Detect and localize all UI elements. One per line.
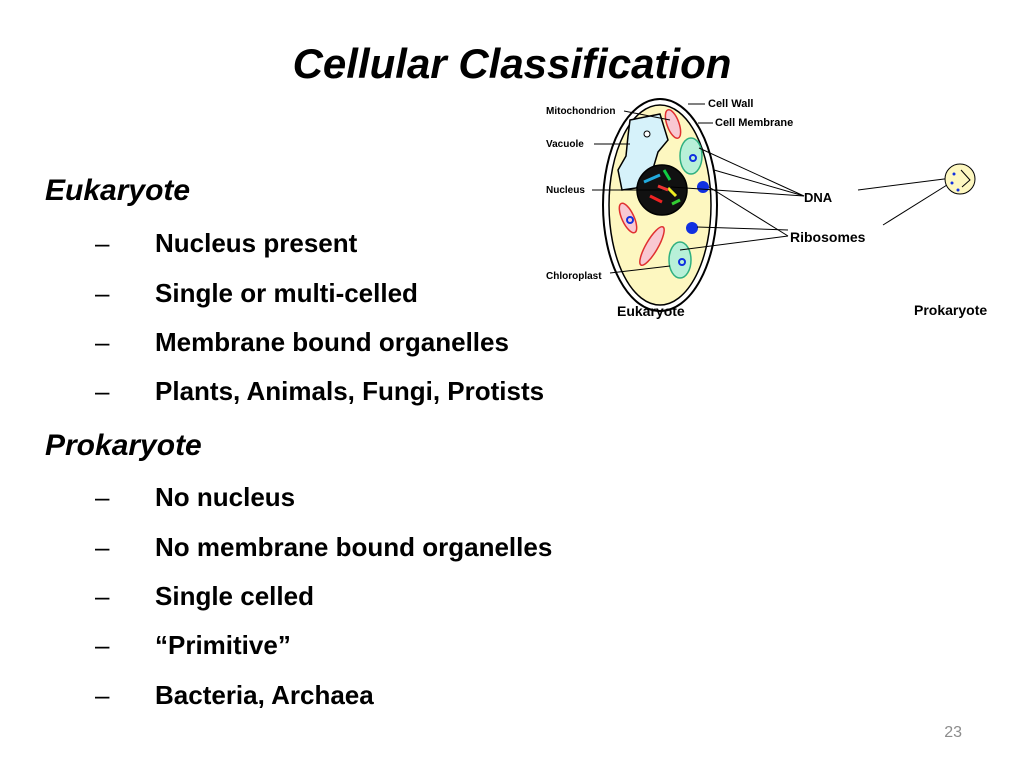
label-nucleus: Nucleus (546, 185, 585, 196)
prokaryote-cell (944, 163, 976, 195)
prokaryote-heading: Prokaryote (45, 429, 202, 462)
label-cell-wall: Cell Wall (708, 98, 753, 110)
dna-strand (657, 184, 669, 192)
bullet-dash: – (95, 680, 110, 710)
bullet-dash: – (95, 532, 110, 562)
label-prokaryote: Prokaryote (914, 302, 987, 318)
vacuole-dot (643, 130, 651, 138)
eukaryote-heading: Eukaryote (45, 174, 191, 207)
ribosome (686, 222, 698, 234)
mitochondrion (664, 109, 682, 139)
prokaryote-ribosome (950, 181, 954, 185)
bullet-text: Single celled (155, 581, 314, 611)
bullet-dash: – (95, 581, 110, 611)
bullet-text: Membrane bound organelles (155, 327, 509, 357)
leader-lines (592, 103, 956, 274)
label-vacuole: Vacuole (546, 139, 584, 150)
vacuole (617, 113, 669, 191)
bullet-dash: – (95, 376, 110, 406)
label-cell-membrane: Cell Membrane (715, 117, 793, 129)
ribosome (689, 154, 697, 162)
dna-strand (643, 173, 661, 184)
bullet-dash: – (95, 278, 110, 308)
mitochondrion (639, 225, 665, 267)
cell-diagram: Mitochondrion Vacuole Nucleus Chloroplas… (546, 98, 987, 319)
bullet-text: Nucleus present (155, 228, 358, 258)
bullet-text: “Primitive” (155, 630, 291, 660)
dna-strand (666, 186, 678, 198)
ribosome (626, 216, 634, 224)
bullet-dash: – (95, 482, 110, 512)
bullet-text: Plants, Animals, Fungi, Protists (155, 376, 545, 406)
dna-strand (649, 194, 663, 204)
dna-strand (671, 198, 681, 206)
bullet-dash: – (95, 327, 110, 357)
bullet-text: No membrane bound organelles (155, 532, 553, 562)
dna-strand (662, 169, 672, 181)
bullet-text: Single or multi-celled (155, 278, 418, 308)
bullet-dash: – (95, 630, 110, 660)
prokaryote-ribosome (952, 172, 956, 176)
label-chloroplast: Chloroplast (546, 271, 602, 282)
label-dna: DNA (804, 190, 833, 205)
prokaryote-ribosome (956, 188, 960, 192)
label-mitochondrion: Mitochondrion (546, 106, 615, 117)
bullet-text: No nucleus (155, 482, 296, 512)
slide-title: Cellular Classification (292, 40, 732, 87)
bullet-text: Bacteria, Archaea (155, 680, 374, 710)
page-number: 23 (944, 724, 962, 741)
ribosome (697, 181, 709, 193)
label-ribosomes: Ribosomes (790, 229, 866, 245)
label-eukaryote: Eukaryote (617, 303, 685, 319)
ribosome (678, 258, 686, 266)
prokaryote-dna (960, 169, 971, 188)
bullet-dash: – (95, 228, 110, 258)
